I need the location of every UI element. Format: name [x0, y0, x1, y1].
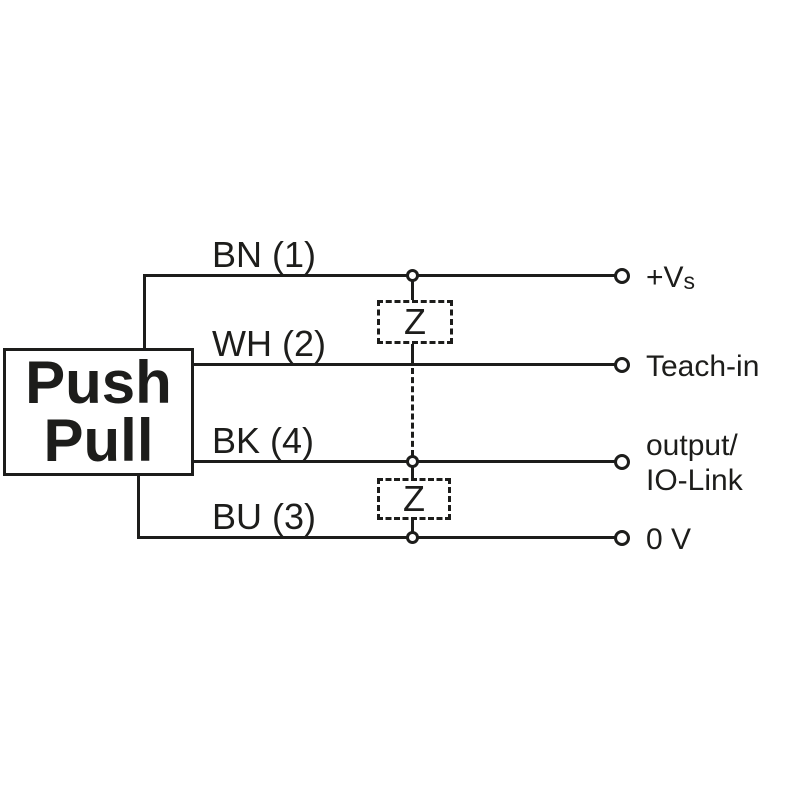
zener-label: Z	[403, 478, 425, 519]
wire-wh	[192, 363, 615, 366]
terminal-circle-vs	[614, 268, 630, 284]
zener2-top-lead	[411, 461, 414, 480]
junction-circle-bk	[406, 455, 419, 468]
zener-label: Z	[404, 301, 426, 342]
terminal-label-output-line1: output/	[646, 429, 738, 462]
terminal-label-teach-in: Teach-in	[646, 350, 760, 383]
wire-label-wh: WH (2)	[212, 323, 326, 364]
terminal-label-vs: +Vs	[646, 263, 695, 296]
device-label-line1: Push	[25, 349, 172, 416]
wire-bu-drop	[137, 474, 140, 539]
terminal-circle-output	[614, 454, 630, 470]
zener-box-1: Z	[377, 300, 453, 344]
wire-label-bu: BU (3)	[212, 496, 317, 537]
terminal-label-vs-sub: s	[683, 268, 696, 294]
wire-bn-drop	[143, 274, 146, 350]
terminal-label-vs-main: +V	[646, 261, 684, 294]
wire-label-bn: BN (1)	[212, 234, 317, 275]
wire-bk	[192, 460, 615, 463]
terminal-circle-teach-in	[614, 357, 630, 373]
dashed-connector	[411, 368, 414, 456]
zener1-bottom-lead	[411, 341, 414, 366]
terminal-label-output-iolink: output/ IO-Link	[646, 428, 743, 498]
zener-box-2: Z	[377, 478, 451, 520]
zener2-bottom-lead	[411, 518, 414, 538]
terminal-label-0v: 0 V	[646, 523, 692, 556]
terminal-circle-0v	[614, 530, 630, 546]
device-label-line2: Pull	[43, 407, 154, 474]
wire-bu	[139, 536, 615, 539]
junction-circle-bu	[406, 531, 419, 544]
wire-label-bk: BK (4)	[212, 420, 315, 461]
push-pull-box: Push Pull	[3, 348, 194, 476]
terminal-label-output-line2: IO-Link	[646, 464, 743, 497]
zener1-top-lead	[411, 276, 414, 302]
wire-bn	[145, 274, 615, 277]
junction-circle-bn	[406, 269, 419, 282]
